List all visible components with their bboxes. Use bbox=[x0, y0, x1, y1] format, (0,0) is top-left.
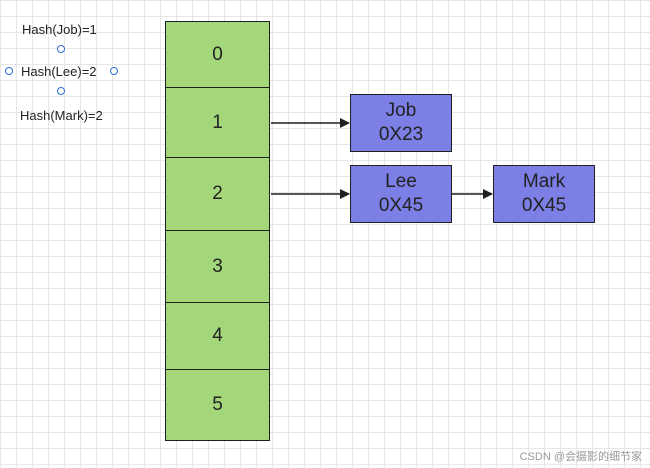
node-mark[interactable]: Mark 0X45 bbox=[493, 165, 595, 223]
selection-handle-bottom[interactable] bbox=[57, 87, 65, 95]
hash-label-mark: Hash(Mark)=2 bbox=[20, 108, 103, 123]
node-mark-addr: 0X45 bbox=[521, 195, 567, 216]
selection-handle-right[interactable] bbox=[110, 67, 118, 75]
hash-label-job: Hash(Job)=1 bbox=[22, 22, 97, 37]
selection-handle-left[interactable] bbox=[5, 67, 13, 75]
watermark: CSDN @会摄影的细节家 bbox=[519, 451, 642, 463]
node-job[interactable]: Job 0X23 bbox=[350, 94, 452, 152]
node-mark-name: Mark bbox=[522, 171, 566, 192]
bucket-4[interactable]: 4 bbox=[165, 302, 270, 370]
node-job-addr: 0X23 bbox=[378, 124, 424, 145]
bucket-5[interactable]: 5 bbox=[165, 369, 270, 441]
node-lee-name: Lee bbox=[385, 171, 417, 192]
node-lee-addr: 0X45 bbox=[378, 195, 424, 216]
node-job-name: Job bbox=[385, 100, 417, 121]
bucket-0[interactable]: 0 bbox=[165, 21, 270, 88]
bucket-3[interactable]: 3 bbox=[165, 230, 270, 303]
selection-handle-top[interactable] bbox=[57, 45, 65, 53]
node-lee[interactable]: Lee 0X45 bbox=[350, 165, 452, 223]
hash-label-lee[interactable]: Hash(Lee)=2 bbox=[21, 64, 97, 79]
